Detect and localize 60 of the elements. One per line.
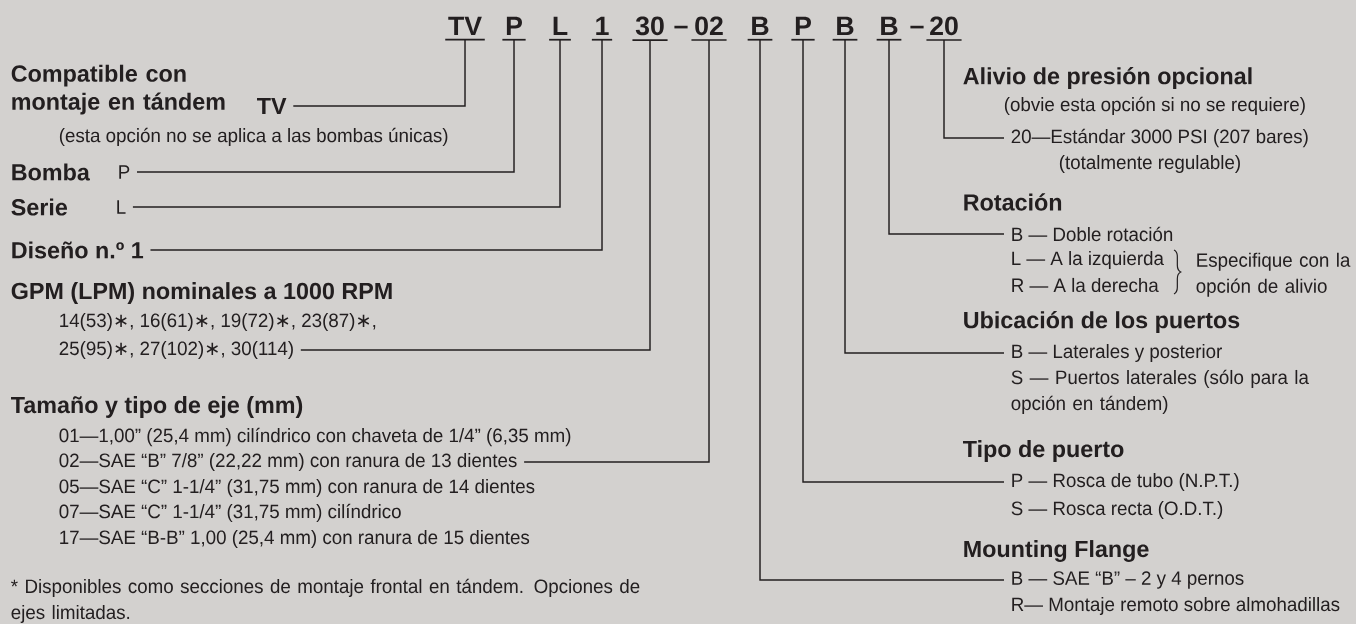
leader-line: [132, 39, 561, 208]
heading: GPM (LPM) nominales a 1000 RPM: [11, 282, 392, 304]
dash: –: [910, 25, 924, 29]
leader-line: [523, 39, 710, 463]
note-text: (esta opción no se aplica a las bombas únicas): [59, 127, 448, 147]
leader-line: [888, 39, 1005, 235]
option-text: B — Laterales y posterior: [1012, 344, 1222, 362]
option-code: TV: [257, 97, 287, 114]
option-text: R — A la derecha: [1012, 277, 1159, 293]
option-text: 14(53)∗, 16(61)∗, 19(72)∗, 23(87)∗,: [60, 313, 376, 331]
heading: Diseño n.º 1: [12, 241, 144, 259]
heading: Rotación: [964, 193, 1062, 211]
heading: Ubicación de los puertos: [964, 311, 1240, 333]
code-segment: L: [548, 16, 572, 41]
option-text: 07—SAE “C” 1-1/4” (31,75 mm) cilíndrico: [59, 503, 401, 523]
leader-line: [802, 39, 1005, 483]
heading: Tipo de puerto: [963, 440, 1124, 462]
heading: Tamaño y tipo de eje (mm): [11, 396, 303, 418]
code-segment: 20: [925, 16, 963, 41]
option-text: R— Montaje remoto sobre almohadillas: [1012, 597, 1340, 615]
option-text: 02—SAE “B” 7/8” (22,22 mm) con ranura de 13 dientes: [59, 453, 517, 471]
option-text: 25(95)∗, 27(102)∗, 30(114): [59, 341, 293, 359]
heading: Bomba: [12, 163, 90, 181]
code-segment: P: [790, 16, 816, 41]
leader-line: [943, 39, 1005, 139]
note-text: (obvie esta opción si no se requiere): [1004, 96, 1305, 116]
option-text: L — A la izquierda: [1012, 251, 1164, 269]
option-text: 05—SAE “C” 1-1/4” (31,75 mm) con ranura de 14 dientes: [59, 479, 535, 497]
leader-line: [136, 39, 515, 173]
option-text: P — Rosca de tubo (N.P.T.): [1012, 473, 1239, 491]
note-text: Especifique con la opción de alivio: [1196, 252, 1351, 297]
code-segment: P: [501, 16, 527, 41]
leader-line: [149, 39, 603, 251]
dash: –: [674, 25, 688, 29]
option-text: B — Doble rotación: [1012, 226, 1173, 242]
option-text: 20—Estándar 3000 PSI (207 bares): [1011, 128, 1308, 148]
option-text: S — Rosca recta (O.D.T.): [1011, 501, 1223, 519]
heading: Serie: [11, 198, 68, 216]
option-text: S — Puertos laterales (sólo para la opción en tándem): [1011, 369, 1309, 414]
leader-line: [292, 39, 466, 107]
code-segment: 02: [690, 16, 728, 41]
note-text: (totalmente regulable): [1059, 155, 1240, 173]
option-code: P: [119, 165, 130, 179]
leader-line: [300, 39, 651, 351]
code-segment: B: [875, 16, 903, 41]
option-code: L: [117, 200, 126, 214]
option-text: 17—SAE “B-B” 1,00 (25,4 mm) con ranura de 15 dientes: [60, 530, 530, 548]
code-segment: B: [831, 16, 859, 41]
leader-line: [759, 39, 1005, 581]
footnote-text: * Disponibles como secciones de montaje frontal en tándem. Opciones de ejes limitadas.: [11, 578, 640, 623]
code-segment: 1: [591, 16, 614, 41]
heading: Alivio de presión opcional: [963, 67, 1252, 89]
heading: Compatible con montaje en tándem: [11, 64, 225, 115]
heading: Mounting Flange: [964, 540, 1149, 562]
option-text: B — SAE “B” – 2 y 4 pernos: [1012, 571, 1244, 589]
code-segment: 30: [631, 16, 669, 41]
leader-line: [844, 39, 1005, 354]
code-segment: TV: [444, 16, 486, 41]
option-text: 01—1,00” (25,4 mm) cilíndrico con chaveta de 1/4” (6,35 mm): [59, 427, 571, 447]
code-segment: B: [746, 16, 774, 41]
